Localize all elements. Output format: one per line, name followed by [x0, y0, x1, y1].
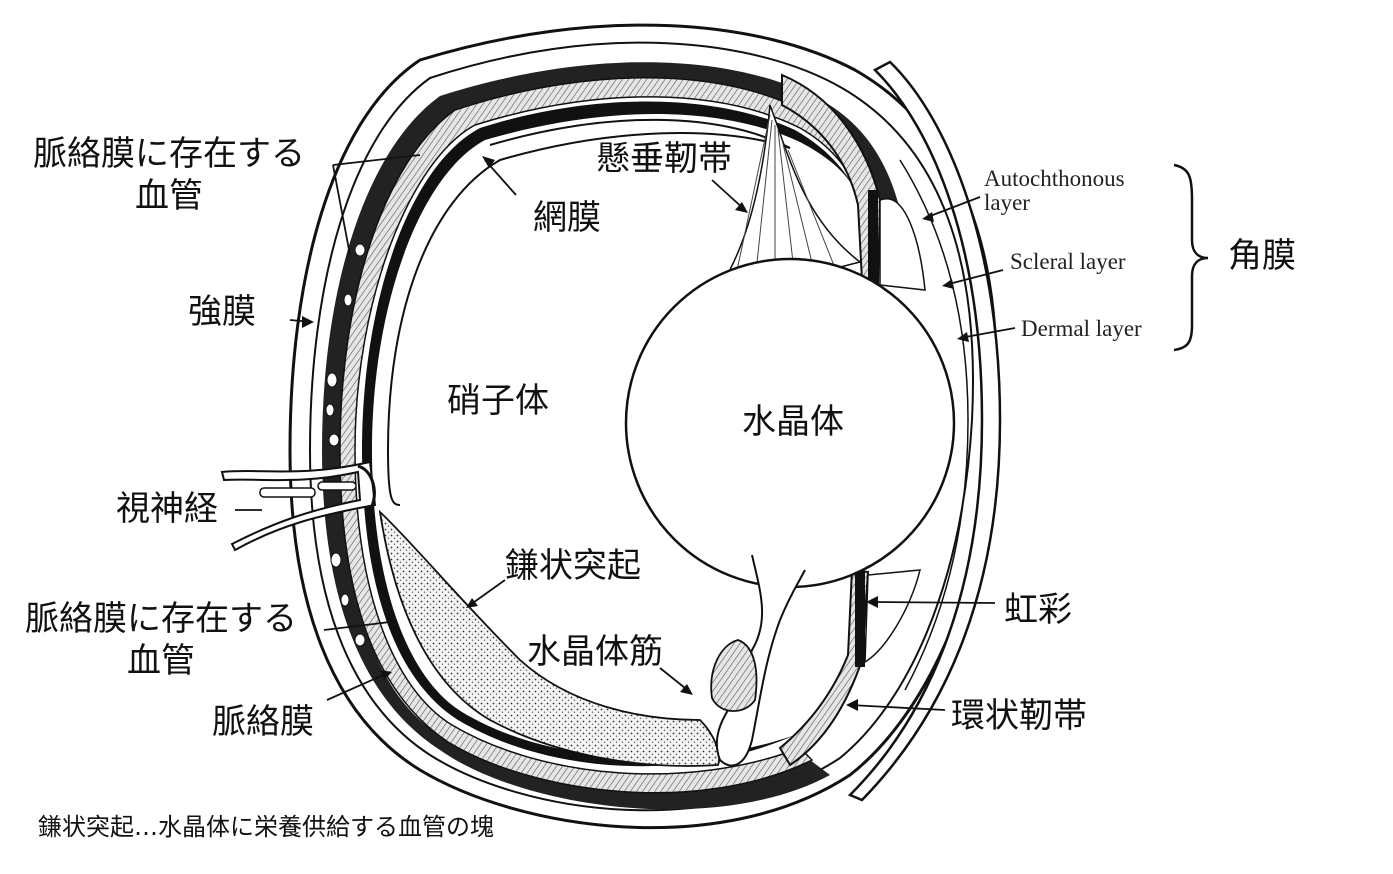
label-choroid-vessels-bottom-line2: 血管: [16, 640, 306, 682]
label-choroid: 脈絡膜: [212, 701, 314, 743]
label-autochthonous-layer: Autochthonous layer: [984, 167, 1125, 215]
label-lens-muscle: 水晶体筋: [527, 631, 663, 673]
label-lens: 水晶体: [742, 401, 844, 443]
label-retina: 網膜: [533, 197, 601, 239]
label-choroid-vessels-top-line2: 血管: [24, 175, 314, 217]
label-falciform-process: 鎌状突起: [505, 545, 641, 587]
label-vitreous: 硝子体: [447, 380, 549, 422]
label-cornea: 角膜: [1228, 235, 1296, 277]
label-autochthonous-line1: Autochthonous: [984, 167, 1125, 191]
label-optic-nerve: 視神経: [116, 488, 218, 530]
label-dermal-layer: Dermal layer: [1021, 317, 1142, 341]
label-iris: 虹彩: [1004, 589, 1072, 631]
label-choroid-vessels-top-line1: 脈絡膜に存在する: [24, 133, 314, 175]
label-autochthonous-line2: layer: [984, 191, 1125, 215]
label-choroid-vessels-top: 脈絡膜に存在する 血管: [24, 133, 314, 217]
label-sclera: 強膜: [188, 291, 256, 333]
cornea-bracket: [1174, 165, 1208, 350]
label-choroid-vessels-bottom-line1: 脈絡膜に存在する: [16, 598, 306, 640]
label-zonule: 懸垂靭帯: [596, 138, 732, 180]
label-scleral-layer: Scleral layer: [1010, 250, 1126, 274]
label-choroid-vessels-bottom: 脈絡膜に存在する 血管: [16, 598, 306, 682]
label-annular-ligament: 環状靭帯: [951, 695, 1087, 737]
footnote: 鎌状突起…水晶体に栄養供給する血管の塊: [38, 812, 494, 842]
